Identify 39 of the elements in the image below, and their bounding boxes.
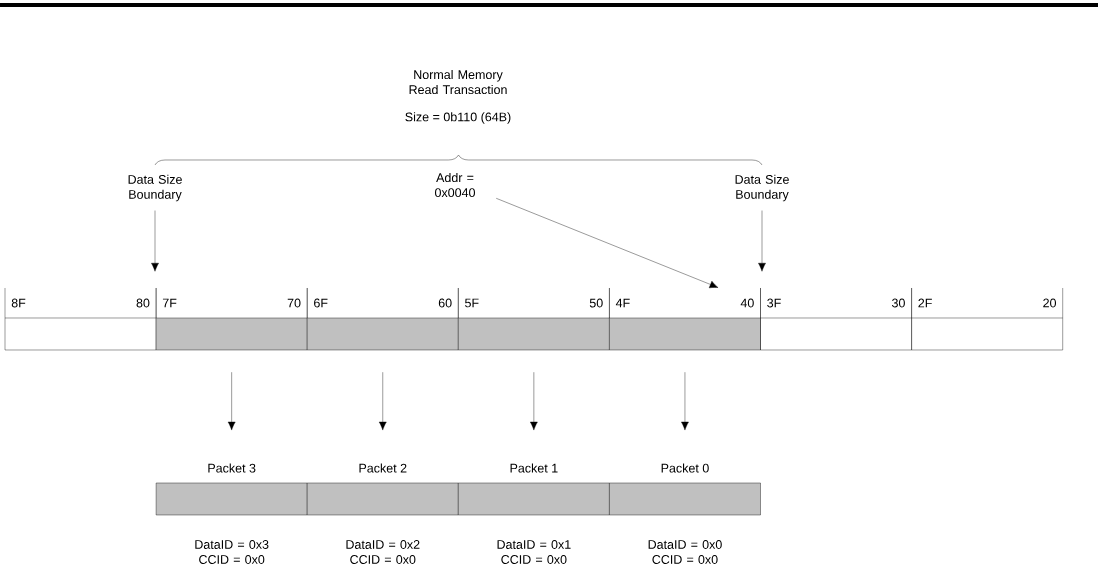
- memory-cell: 6F 60: [307, 287, 459, 351]
- arrow: [151, 210, 159, 272]
- packet-fields: DataID = 0x0 CCID = 0x0: [648, 540, 722, 564]
- node-label: 7F: [162, 298, 177, 308]
- packet-box: Packet 1: [458, 463, 610, 516]
- arrow: [758, 210, 766, 272]
- node-label: 6F: [314, 298, 328, 308]
- arrow: [378, 372, 387, 431]
- node-label: 5F: [465, 298, 479, 308]
- annotation-text: Data Size Boundary: [735, 174, 789, 202]
- node-label: Packet 3: [208, 463, 256, 473]
- node-label: 70: [287, 298, 301, 308]
- memory-cell: 3F 30: [760, 287, 912, 351]
- node-label: Packet 1: [510, 463, 558, 473]
- arrow: [681, 372, 689, 431]
- packet-box: Packet 0: [609, 463, 761, 516]
- memory-cell: 4F 40: [609, 287, 761, 351]
- memory-cell: 5F 50: [458, 287, 610, 351]
- packet-fields: DataID = 0x3 CCID = 0x0: [195, 540, 269, 564]
- node-label: 4F: [615, 298, 630, 308]
- size-text: Size = 0b110 (64B): [405, 112, 511, 124]
- packet-fields: DataID = 0x2 CCID = 0x0: [346, 540, 420, 564]
- node-label: Packet 0: [661, 463, 709, 473]
- packet-fields: DataID = 0x1 CCID = 0x0: [497, 540, 571, 564]
- node-label: 40: [740, 298, 754, 308]
- arrow: [496, 198, 719, 289]
- annotation-text: Data Size Boundary: [128, 174, 182, 202]
- node-label: 50: [589, 298, 603, 308]
- node-label: Packet 2: [359, 463, 407, 473]
- arrow: [227, 372, 236, 431]
- packet-box: Packet 2: [307, 463, 459, 516]
- node-label: 60: [438, 298, 452, 308]
- arrow: [530, 372, 538, 431]
- memory-cell: 2F 20: [911, 287, 1063, 351]
- memory-cell: 8F 80: [4, 287, 157, 351]
- memory-cell: 7F 70: [155, 287, 308, 351]
- packet-box: Packet 3: [155, 463, 308, 516]
- annotation-text: Addr = 0x0040: [435, 172, 475, 198]
- heading-text: Normal Memory Read Transaction: [409, 69, 507, 95]
